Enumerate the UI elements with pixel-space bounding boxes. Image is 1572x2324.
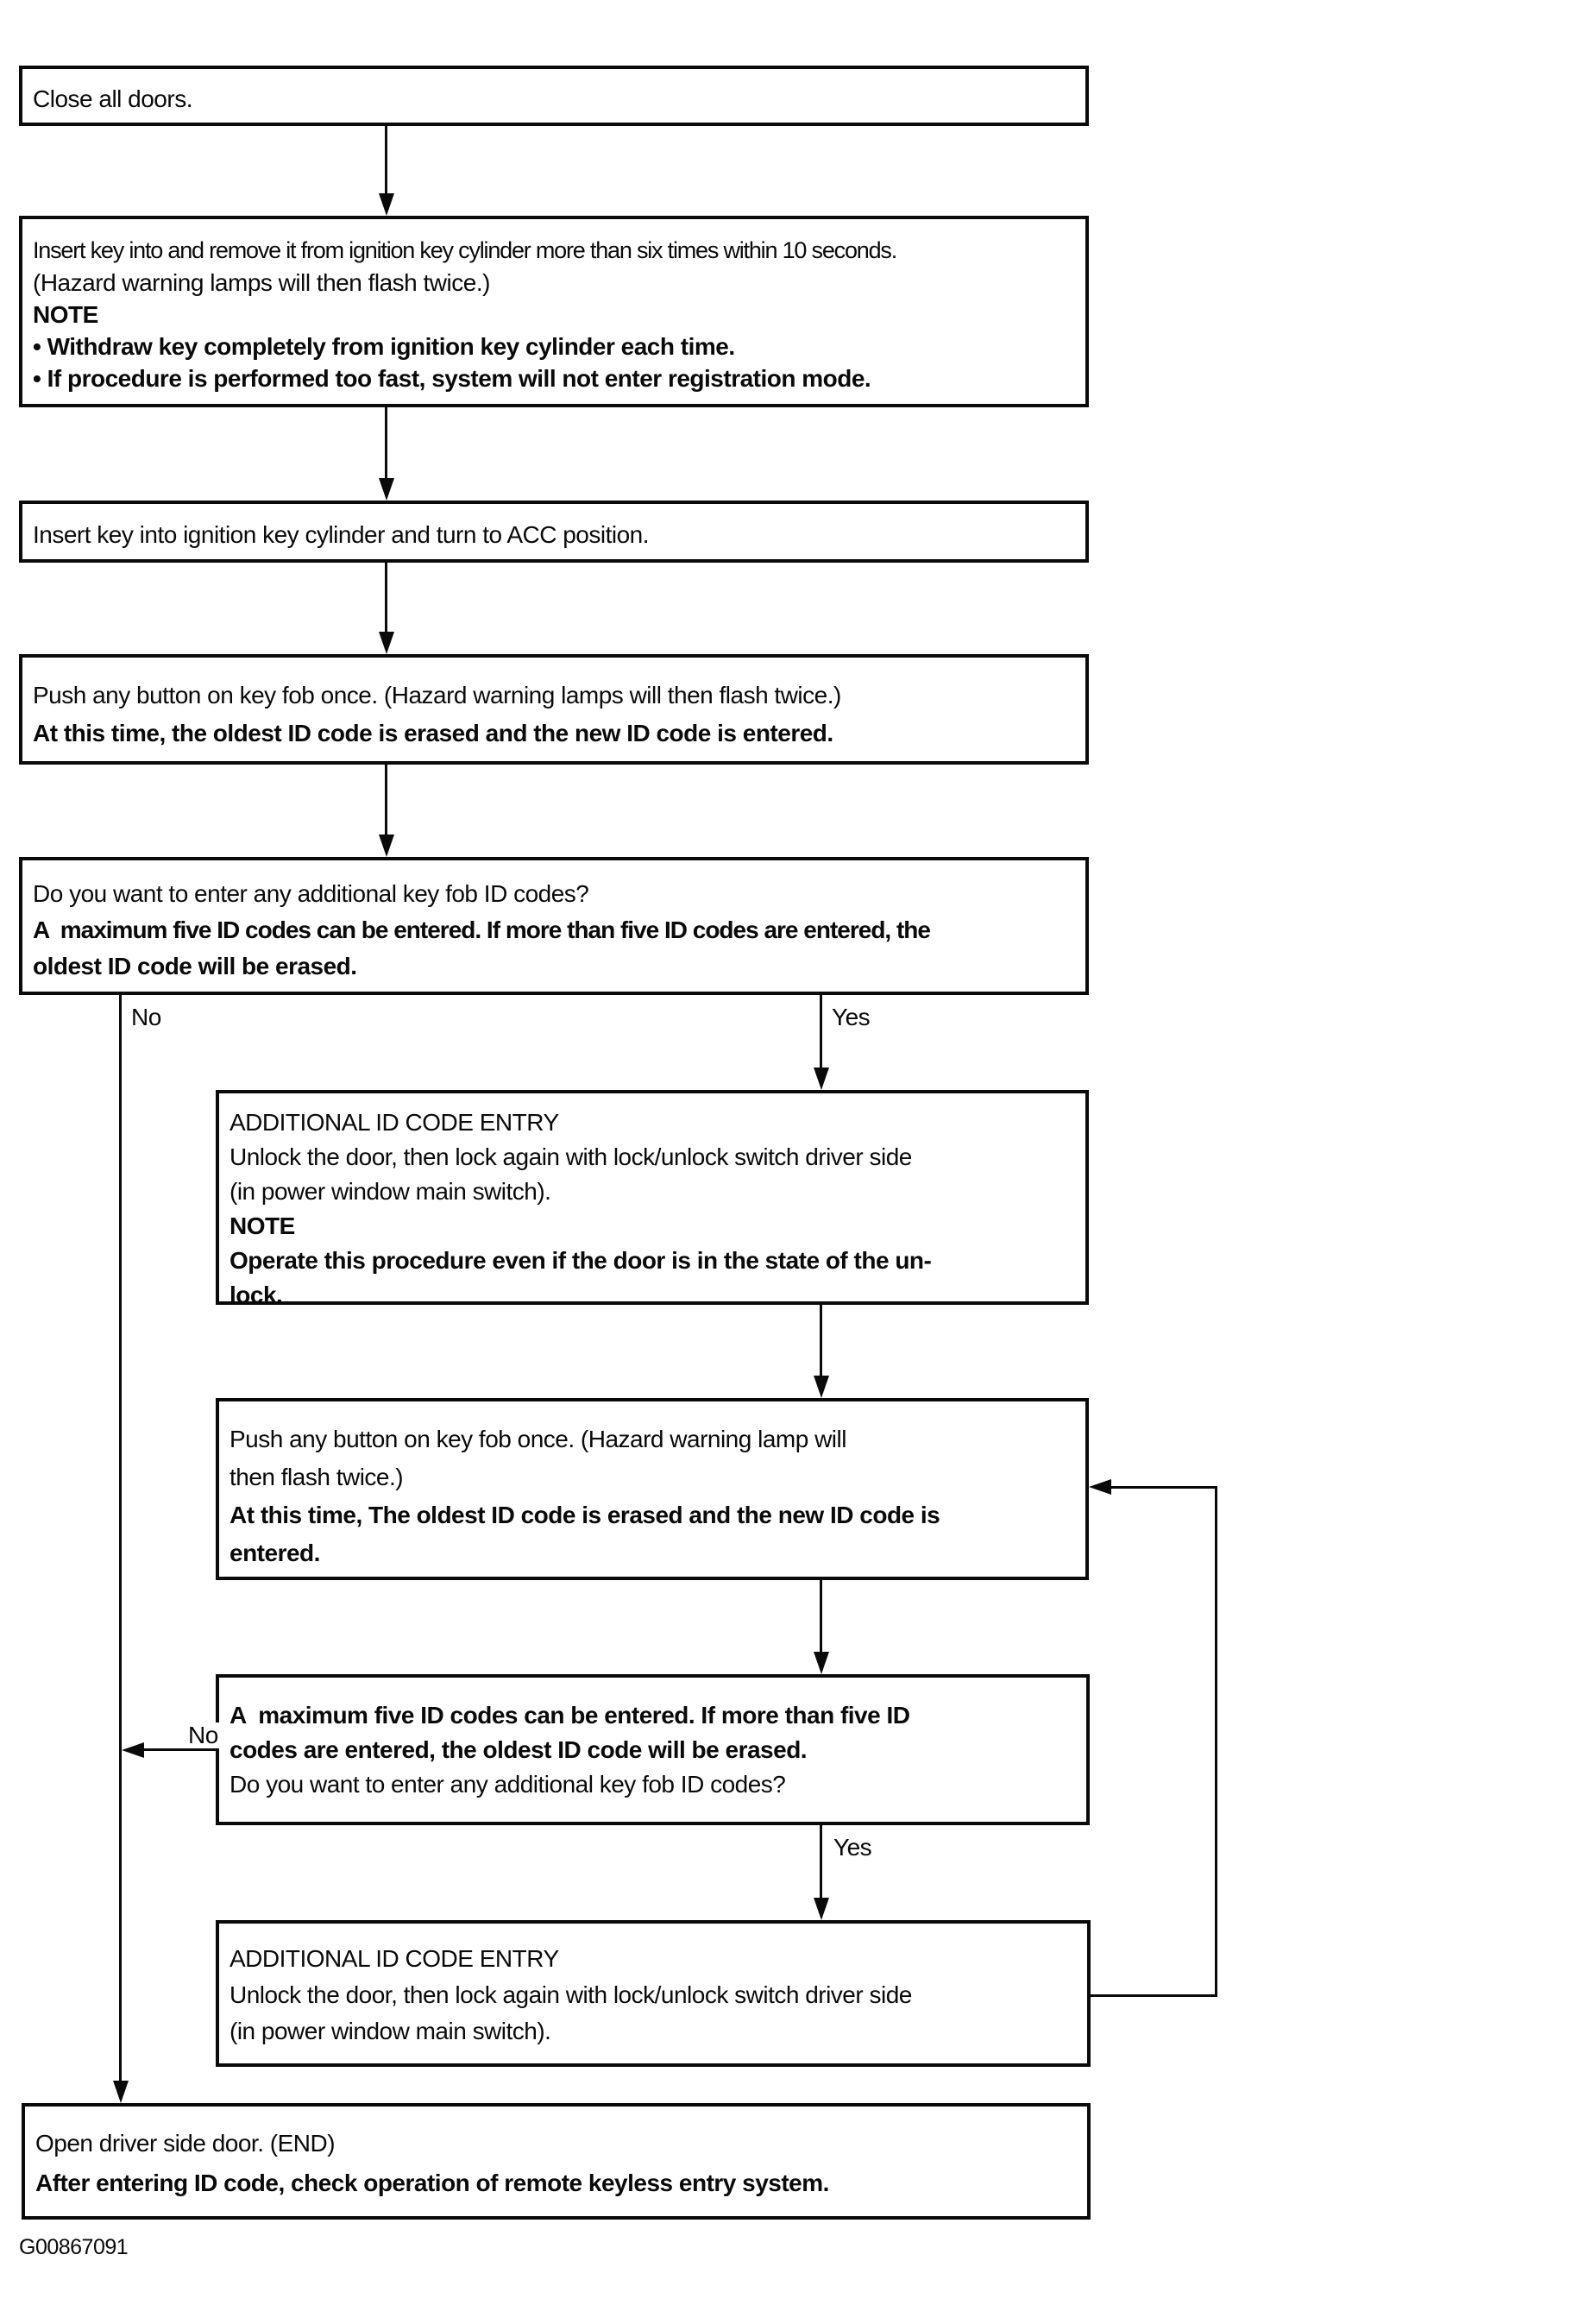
step-push-key-fob-loop: Push any button on key fob once. (Hazard… bbox=[216, 1398, 1089, 1580]
label-yes-1: Yes bbox=[828, 1005, 874, 1030]
text-line: lock. bbox=[230, 1282, 283, 1305]
arrowhead-left bbox=[122, 1742, 144, 1758]
text-line: NOTE bbox=[33, 301, 98, 328]
connector-line bbox=[385, 407, 387, 482]
connector-line-no-branch-2 bbox=[141, 1748, 216, 1751]
text-line: Operate this procedure even if the door … bbox=[230, 1247, 932, 1274]
decision-additional-id-codes: Do you want to enter any additional key … bbox=[19, 857, 1089, 995]
text-line: codes are entered, the oldest ID code wi… bbox=[230, 1736, 808, 1763]
text-line: Push any button on key fob once. (Hazard… bbox=[33, 682, 841, 709]
step-enter-registration-mode: Insert key into and remove it from ignit… bbox=[19, 216, 1089, 407]
step-open-driver-door-end: Open driver side door. (END) After enter… bbox=[22, 2103, 1091, 2220]
text-line: Unlock the door, then lock again with lo… bbox=[230, 1981, 912, 2008]
connector-line bbox=[385, 126, 387, 197]
arrowhead-down bbox=[814, 1068, 829, 1090]
connector-line bbox=[385, 765, 387, 836]
label-no-1: No bbox=[128, 1005, 165, 1030]
arrowhead-down bbox=[379, 632, 394, 654]
decision-additional-id-codes-2: A maximum five ID codes can be entered. … bbox=[216, 1674, 1090, 1825]
arrowhead-down bbox=[814, 1376, 829, 1398]
text-line: entered. bbox=[230, 1540, 320, 1566]
text-line: ADDITIONAL ID CODE ENTRY bbox=[230, 1945, 559, 1972]
connector-line-yes-branch bbox=[820, 995, 822, 1069]
step-push-key-fob: Push any button on key fob once. (Hazard… bbox=[19, 654, 1089, 765]
step-close-all-doors: Close all doors. bbox=[19, 66, 1089, 126]
step-additional-id-code-entry-1: ADDITIONAL ID CODE ENTRY Unlock the door… bbox=[216, 1090, 1089, 1305]
connector-line-no-branch bbox=[119, 995, 122, 2082]
text-line: (Hazard warning lamps will then flash tw… bbox=[33, 269, 490, 296]
text-line: A maximum five ID codes can be entered. … bbox=[230, 1702, 910, 1729]
text-line: Push any button on key fob once. (Hazard… bbox=[230, 1426, 846, 1452]
text-line: • If procedure is performed too fast, sy… bbox=[33, 365, 871, 392]
text-line: Insert key into ignition key cylinder an… bbox=[33, 521, 650, 548]
connector-line bbox=[820, 1580, 822, 1653]
text-line: (in power window main switch). bbox=[230, 1178, 551, 1205]
connector-line-yes-branch-2 bbox=[820, 1825, 822, 1899]
text-line: A maximum five ID codes can be entered. … bbox=[33, 916, 931, 943]
text-line: After entering ID code, check operation … bbox=[35, 2170, 829, 2196]
arrowhead-down bbox=[113, 2081, 129, 2103]
arrowhead-down bbox=[379, 193, 394, 216]
text-line: oldest ID code will be erased. bbox=[33, 953, 357, 979]
arrowhead-down bbox=[814, 1898, 829, 1920]
text-line: Unlock the door, then lock again with lo… bbox=[230, 1143, 912, 1170]
arrowhead-down bbox=[814, 1652, 829, 1674]
text-line: Insert key into and remove it from ignit… bbox=[33, 237, 897, 263]
label-no-2: No bbox=[185, 1723, 222, 1748]
text-line: • Withdraw key completely from ignition … bbox=[33, 333, 735, 360]
step-turn-key-acc: Insert key into ignition key cylinder an… bbox=[19, 501, 1089, 563]
loop-line-bottom bbox=[1091, 1994, 1217, 1997]
text-line: Do you want to enter any additional key … bbox=[230, 1771, 786, 1798]
connector-line bbox=[385, 563, 387, 633]
text-line: At this time, the oldest ID code is eras… bbox=[33, 720, 833, 746]
text-line: ADDITIONAL ID CODE ENTRY bbox=[230, 1109, 559, 1136]
text-line: Open driver side door. (END) bbox=[35, 2130, 336, 2157]
connector-line bbox=[820, 1305, 822, 1377]
text-line: Do you want to enter any additional key … bbox=[33, 880, 589, 907]
label-yes-2: Yes bbox=[830, 1835, 876, 1861]
figure-id: G00867091 bbox=[19, 2235, 129, 2259]
step-additional-id-code-entry-2: ADDITIONAL ID CODE ENTRY Unlock the door… bbox=[216, 1920, 1091, 2067]
text-line: Close all doors. bbox=[33, 85, 192, 112]
text-line: then flash twice.) bbox=[230, 1464, 404, 1490]
loop-line-vertical bbox=[1215, 1486, 1217, 1997]
text-line: At this time, The oldest ID code is eras… bbox=[230, 1502, 940, 1528]
arrowhead-left bbox=[1089, 1479, 1111, 1495]
text-line: NOTE bbox=[230, 1212, 295, 1239]
arrowhead-down bbox=[379, 478, 394, 501]
loop-line-top bbox=[1111, 1486, 1217, 1489]
text-line: (in power window main switch). bbox=[230, 2018, 551, 2044]
arrowhead-down bbox=[379, 834, 394, 857]
